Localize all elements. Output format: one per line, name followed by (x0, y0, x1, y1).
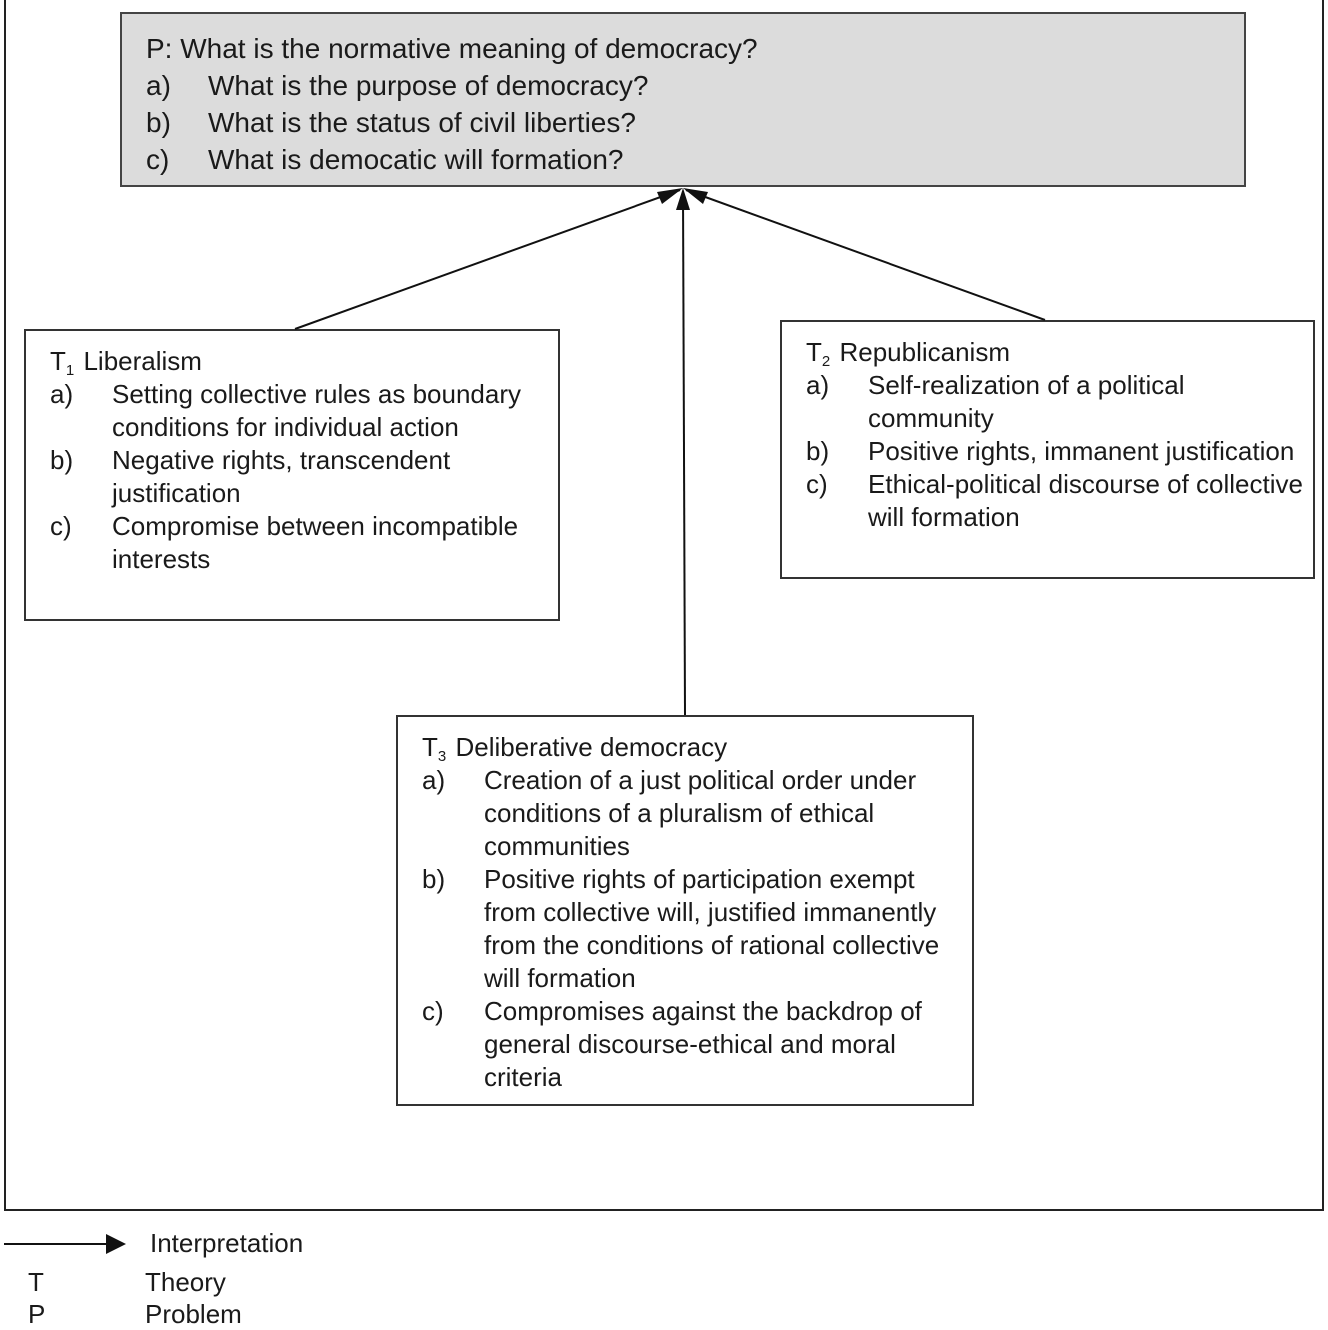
theory-box-liberalism: T1 Liberalism a) Setting collective rule… (24, 329, 560, 621)
theory-item-c: c) Compromise between incompatible inter… (50, 510, 548, 576)
theory-item-a: a) Setting collective rules as boundary … (50, 378, 548, 444)
theory-item-b: b) Negative rights, transcendent justifi… (50, 444, 548, 510)
theory-prefix: T (806, 337, 822, 367)
item-marker: c) (422, 996, 444, 1026)
legend-key-problem: P (28, 1299, 46, 1329)
item-text: What is democatic will formation? (208, 144, 624, 175)
item-text: Ethical-political discourse of collectiv… (868, 469, 1303, 532)
legend: Interpretation T Theory P Problem (0, 1222, 500, 1329)
theory-prefix: T (422, 732, 438, 762)
theory-prefix: T (50, 346, 66, 376)
theory-index: 3 (437, 748, 447, 765)
theory-item-c: c) Compromises against the backdrop of g… (422, 995, 962, 1094)
item-text: What is the purpose of democracy? (208, 70, 649, 101)
problem-title: P: What is the normative meaning of demo… (146, 33, 758, 64)
theory-item-b: b) Positive rights, immanent justificati… (806, 435, 1303, 468)
theory-box-deliberative: T3 Deliberative democracy a) Creation of… (396, 715, 974, 1106)
diagram-frame (4, 0, 1324, 1211)
theory-index: 2 (821, 353, 831, 370)
theory-item-a: a) Creation of a just political order un… (422, 764, 962, 863)
item-text: Positive rights of participation exempt … (484, 864, 940, 993)
problem-box: P: What is the normative meaning of demo… (120, 12, 1246, 187)
item-text: Self-realization of a political communit… (868, 370, 1185, 433)
legend-key-theory: T (28, 1267, 44, 1297)
legend-arrow-label: Interpretation (150, 1228, 304, 1258)
item-marker: a) (422, 765, 446, 795)
item-text: What is the status of civil liberties? (208, 107, 636, 138)
item-marker: b) (422, 864, 446, 894)
item-marker: a) (806, 370, 830, 400)
theory-item-c: c) Ethical-political discourse of collec… (806, 468, 1303, 534)
theory-title: T1 Liberalism (50, 345, 548, 378)
item-marker: a) (50, 379, 74, 409)
item-text: Compromise between incompatible interest… (112, 511, 519, 574)
legend-label-theory: Theory (145, 1267, 226, 1297)
item-text: Positive rights, immanent justification (868, 436, 1295, 466)
item-text: Creation of a just political order under… (484, 765, 917, 861)
legend-label-problem: Problem (145, 1299, 242, 1329)
problem-item-c: c) What is democatic will formation? (146, 141, 1244, 178)
item-marker: b) (146, 107, 171, 138)
theory-name: Republicanism (839, 337, 1010, 367)
problem-item-b: b) What is the status of civil liberties… (146, 104, 1244, 141)
theory-item-a: a) Self-realization of a political commu… (806, 369, 1303, 435)
theory-item-b: b) Positive rights of participation exem… (422, 863, 962, 995)
item-text: Negative rights, transcendent justificat… (112, 445, 451, 508)
item-marker: b) (806, 436, 830, 466)
item-text: Compromises against the backdrop of gene… (484, 996, 922, 1092)
item-marker: b) (50, 445, 74, 475)
theory-name: Liberalism (83, 346, 202, 376)
theory-title: T2 Republicanism (806, 336, 1303, 369)
problem-item-a: a) What is the purpose of democracy? (146, 67, 1244, 104)
theory-box-republicanism: T2 Republicanism a) Self-realization of … (780, 320, 1315, 579)
item-text: Setting collective rules as boundary con… (112, 379, 522, 442)
theory-index: 1 (65, 362, 75, 379)
item-marker: c) (50, 511, 72, 541)
theory-title: T3 Deliberative democracy (422, 731, 962, 764)
item-marker: c) (806, 469, 828, 499)
item-marker: c) (146, 144, 170, 175)
theory-name: Deliberative democracy (455, 732, 728, 762)
item-marker: a) (146, 70, 171, 101)
